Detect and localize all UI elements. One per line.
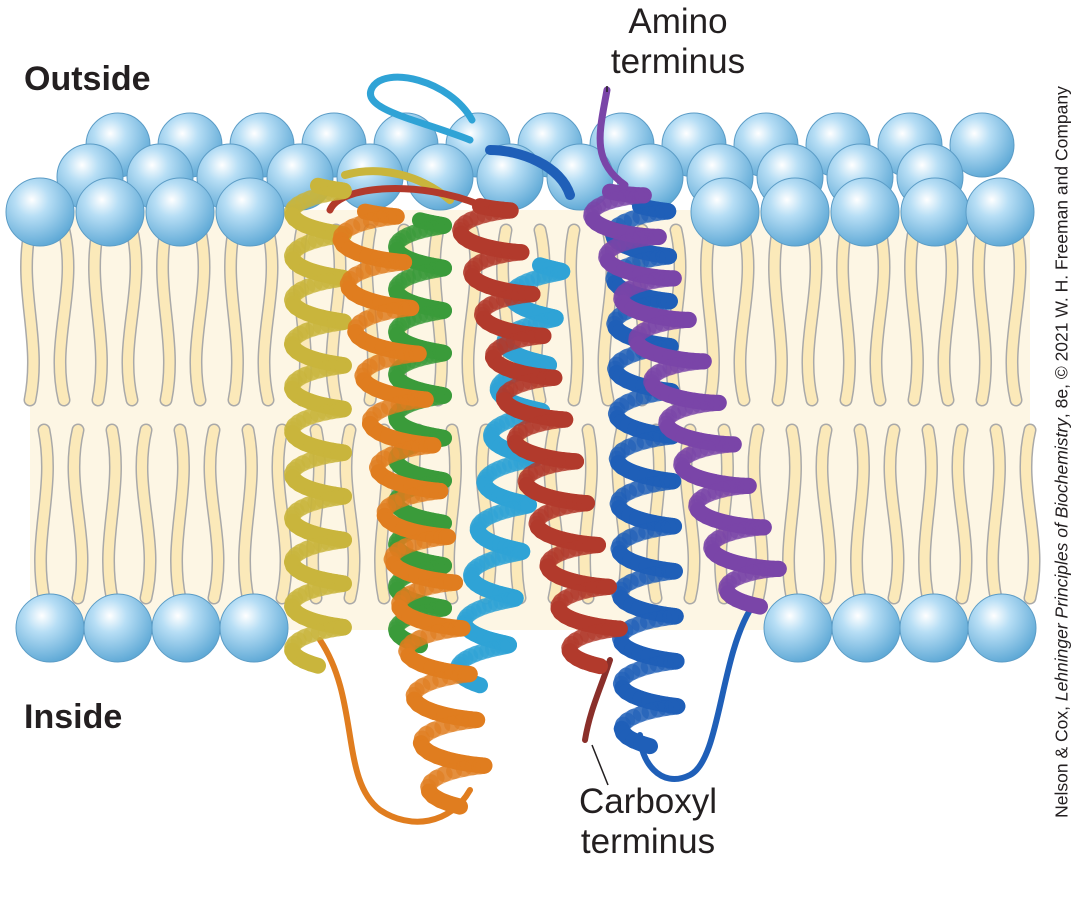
helix-blue bbox=[604, 198, 686, 755]
outside-label: Outside bbox=[24, 60, 151, 98]
outer-leaflet-heads-middle bbox=[56, 143, 964, 211]
lipid-tail bbox=[816, 425, 836, 603]
helix-orange bbox=[332, 203, 493, 815]
lipid-head-group bbox=[151, 593, 221, 663]
inside-label: Inside bbox=[24, 698, 123, 736]
lipid-tail bbox=[952, 425, 972, 603]
helix-red bbox=[452, 198, 628, 675]
credit-authors: Nelson & Cox, bbox=[1051, 701, 1072, 818]
amino-terminus-strand bbox=[596, 86, 629, 189]
lipid-tail bbox=[769, 225, 787, 405]
copyright-credit: Nelson & Cox, Lehninger Principles of Bi… bbox=[1052, 12, 1073, 892]
lipid-head-group bbox=[965, 177, 1035, 247]
lipid-head-group bbox=[690, 177, 760, 247]
helix-purple-segment bbox=[743, 596, 768, 615]
credit-book-title: Lehninger Principles of Biochemistry bbox=[1051, 418, 1072, 702]
lipid-head-group bbox=[900, 177, 970, 247]
extracellular-loop-cyan bbox=[367, 73, 476, 144]
lipid-head-group bbox=[763, 593, 833, 663]
outer-leaflet-heads-front bbox=[5, 177, 1035, 247]
helix-yellow-segment bbox=[302, 655, 326, 674]
lipid-tail bbox=[136, 425, 156, 603]
lipid-tail bbox=[258, 225, 278, 405]
lipid-head-group bbox=[15, 593, 85, 663]
lipid-head-group bbox=[219, 593, 289, 663]
transmembrane-helices bbox=[284, 177, 787, 815]
lipid-tail bbox=[21, 225, 39, 405]
lipid-tail bbox=[157, 225, 175, 405]
carboxyl-terminus-label: Carboxyl terminus bbox=[548, 782, 748, 862]
credit-edition: , 8e, © 2021 W. H. Freeman and Company bbox=[1051, 86, 1072, 419]
lipid-tail bbox=[35, 425, 53, 603]
lipid-tail bbox=[204, 425, 224, 603]
lipid-tail bbox=[734, 225, 754, 405]
amino-label-line1: Amino bbox=[628, 2, 728, 41]
lipid-tail bbox=[701, 225, 719, 405]
amino-terminus-label: Amino terminus bbox=[578, 2, 778, 82]
helix-cyan-segment bbox=[466, 675, 488, 694]
lipid-tail bbox=[802, 225, 822, 405]
carboxyl-label-line2: terminus bbox=[580, 822, 716, 861]
lipid-tail bbox=[122, 225, 142, 405]
lipid-head-group bbox=[967, 593, 1037, 663]
lipid-head-group bbox=[75, 177, 145, 247]
lipid-head-group bbox=[899, 593, 969, 663]
amino-label-line2: terminus bbox=[610, 42, 746, 81]
lipid-tail bbox=[938, 225, 958, 405]
inner-leaflet-heads bbox=[15, 593, 1037, 663]
lipid-head-group bbox=[831, 593, 901, 663]
lipid-tail bbox=[103, 425, 121, 603]
lipid-head-group bbox=[830, 177, 900, 247]
lipid-head-group bbox=[215, 177, 285, 247]
lipid-head-group bbox=[949, 112, 1015, 178]
lipid-tail bbox=[54, 225, 74, 405]
helix-red-segment bbox=[583, 655, 608, 675]
cytoplasmic-loop-blue bbox=[637, 607, 753, 782]
lipid-tail bbox=[272, 425, 292, 603]
lipid-tail bbox=[190, 225, 210, 405]
helix-purple bbox=[583, 183, 787, 615]
lipid-tail bbox=[973, 225, 991, 405]
lipid-head-group bbox=[760, 177, 830, 247]
lipid-tail bbox=[884, 425, 904, 603]
lipid-tail bbox=[89, 225, 107, 405]
lipid-tail bbox=[905, 225, 923, 405]
lipid-tail bbox=[987, 425, 1005, 603]
lipid-tail bbox=[1020, 425, 1040, 603]
helix-orange-segment bbox=[441, 795, 468, 815]
lipid-tail bbox=[239, 425, 257, 603]
carboxyl-label-line1: Carboxyl bbox=[578, 782, 718, 821]
lipid-tail bbox=[870, 225, 890, 405]
lipid-tail bbox=[68, 425, 88, 603]
cytoplasmic-loop-orange bbox=[317, 637, 473, 825]
helix-blue-segment bbox=[633, 735, 658, 755]
lipid-tail bbox=[1006, 225, 1026, 405]
lipid-tail bbox=[851, 425, 869, 603]
lipid-head-group bbox=[145, 177, 215, 247]
lipid-tail bbox=[565, 225, 583, 405]
lipid-tail bbox=[919, 425, 937, 603]
lipid-tail bbox=[171, 425, 189, 603]
extracellular-loop-red bbox=[326, 185, 484, 214]
carboxyl-leader-line bbox=[591, 744, 609, 786]
helix-yellow bbox=[284, 177, 352, 674]
lipid-tail bbox=[837, 225, 855, 405]
lipid-tail bbox=[225, 225, 243, 405]
lipid-head-group bbox=[5, 177, 75, 247]
lipid-tail bbox=[783, 425, 801, 603]
protein-loops bbox=[317, 73, 753, 825]
lipid-head-group bbox=[83, 593, 153, 663]
extracellular-loop-blue bbox=[485, 145, 575, 200]
